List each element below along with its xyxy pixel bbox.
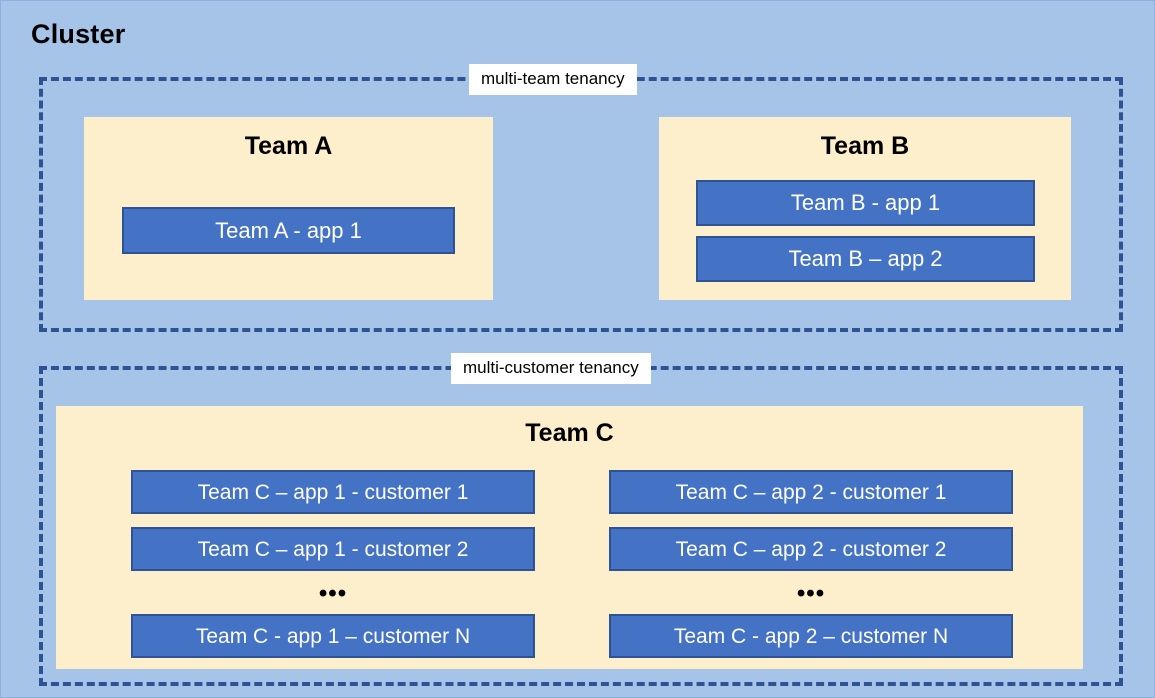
tenancy-label-multi-customer: multi-customer tenancy bbox=[451, 353, 651, 384]
team-c-title: Team C bbox=[525, 419, 614, 447]
app-box-team-a-app-1[interactable]: Team A - app 1 bbox=[122, 207, 455, 254]
team-container-team-c: Team C Team C – app 1 - customer 1 Team … bbox=[56, 406, 1083, 669]
team-container-team-a: Team A Team A - app 1 bbox=[84, 117, 493, 300]
app-box-team-c-app-1-customer-2[interactable]: Team C – app 1 - customer 2 bbox=[131, 527, 535, 571]
app-box-team-c-app-2-customer-1[interactable]: Team C – app 2 - customer 1 bbox=[609, 470, 1013, 514]
app-box-team-c-app-2-customer-n[interactable]: Team C - app 2 – customer N bbox=[609, 614, 1013, 658]
app-box-team-c-app-1-customer-1[interactable]: Team C – app 1 - customer 1 bbox=[131, 470, 535, 514]
team-b-title: Team B bbox=[820, 132, 910, 160]
team-a-title: Team A bbox=[244, 132, 333, 160]
tenancy-label-multi-team: multi-team tenancy bbox=[469, 64, 637, 95]
app-box-team-c-app-1-customer-n[interactable]: Team C - app 1 – customer N bbox=[131, 614, 535, 658]
app-box-team-b-app-1[interactable]: Team B - app 1 bbox=[696, 180, 1035, 226]
team-container-team-b: Team B Team B - app 1 Team B – app 2 bbox=[659, 117, 1071, 300]
ellipsis-app-2-column: ••• bbox=[796, 580, 826, 607]
ellipsis-app-1-column: ••• bbox=[318, 580, 348, 607]
app-box-team-b-app-2[interactable]: Team B – app 2 bbox=[696, 236, 1035, 282]
app-box-team-c-app-2-customer-2[interactable]: Team C – app 2 - customer 2 bbox=[609, 527, 1013, 571]
page-title: Cluster bbox=[31, 19, 126, 49]
